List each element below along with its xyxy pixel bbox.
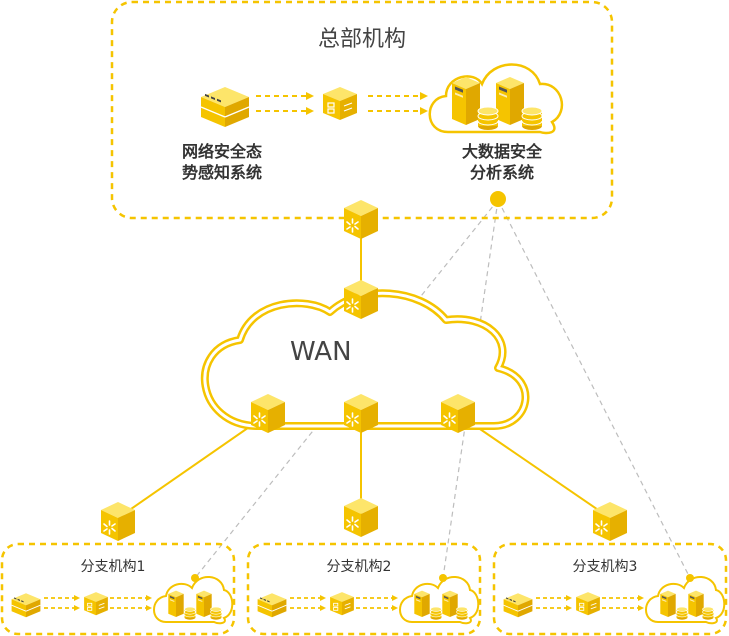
big-data-analysis-label: 大数据安全 分析系统 [440, 142, 564, 184]
branch2-devices [257, 574, 480, 625]
hq-flow-arrows-1 [256, 95, 306, 112]
hq-arrowheads-1 [306, 92, 314, 115]
hq-flow-arrows-2 [368, 95, 420, 112]
situational-awareness-line2: 势感知系统 [181, 162, 262, 182]
network-switch-icon [322, 86, 358, 121]
branch1-region [0, 542, 236, 636]
branch3-router-icon [592, 501, 628, 542]
wan-router-center-icon [343, 393, 379, 434]
branch-2-label: 分支机构2 [326, 559, 392, 575]
branch2-region [246, 542, 482, 636]
branch-1-label: 分支机构1 [80, 559, 146, 575]
branch3-devices [503, 574, 726, 625]
cloud-icon [200, 289, 530, 430]
branch1-router-icon [100, 501, 136, 542]
big-data-line1: 大数据安全 [461, 142, 542, 161]
headquarters-title: 总部机构 [317, 27, 406, 52]
situational-awareness-line1: 网络安全态 [181, 142, 262, 161]
analysis-node-dot [490, 191, 506, 207]
hq-arrowheads-2 [420, 92, 428, 115]
branch2-router-icon [343, 497, 379, 538]
branch1-devices [11, 574, 234, 625]
server-rack-icon [200, 86, 250, 128]
big-data-line2: 分析系统 [469, 162, 534, 182]
branch-regions [0, 542, 728, 636]
branch-3-label: 分支机构3 [572, 559, 638, 575]
router-cube-icon [343, 199, 379, 240]
branch3-region [492, 542, 728, 636]
wan-label: WAN [290, 337, 352, 367]
wan-gateway-cube-icon [343, 279, 379, 320]
situational-awareness-label: 网络安全态 势感知系统 [160, 142, 284, 184]
link-hq-branch3 [497, 199, 691, 579]
cloud-database-icon [428, 63, 564, 135]
wan-router-right-icon [440, 393, 476, 434]
wan-router-left-icon [250, 393, 286, 434]
